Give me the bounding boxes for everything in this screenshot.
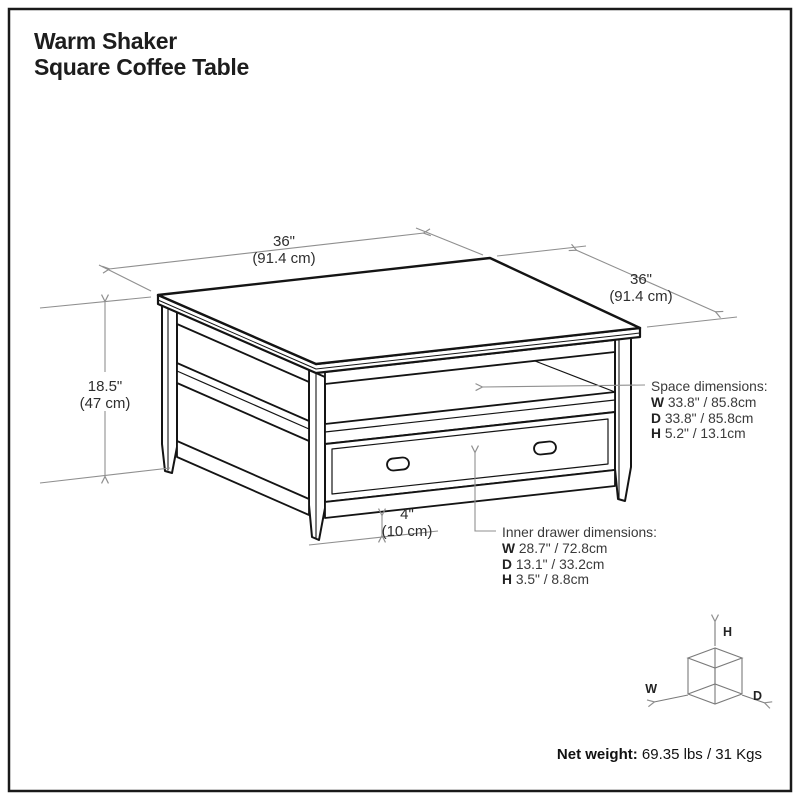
dim-prefix: W	[651, 394, 665, 410]
dim-value: 28.7" / 72.8cm	[518, 540, 608, 556]
height-dimension-label: 18.5" (47 cm)	[55, 378, 155, 412]
dim-value: 33.8" / 85.8cm	[667, 394, 757, 410]
space-dimensions-row: D 33.8" / 85.8cm	[651, 411, 768, 427]
left-leg	[161, 301, 178, 474]
dim-prefix: H	[651, 426, 661, 442]
top-depth-inches: 36"	[629, 271, 652, 288]
dim-prefix: H	[502, 572, 512, 588]
right-leg	[614, 328, 632, 502]
drawer-dimensions-leader	[475, 452, 496, 532]
clearance-dimension-label: 4" (10 cm)	[371, 506, 443, 540]
inner-drawer-dimensions-title: Inner drawer dimensions:	[502, 525, 657, 540]
ext-line-ground	[308, 530, 439, 546]
top-width-dimension-label: 36" (91.4 cm)	[204, 233, 364, 267]
ext-line-right-corner	[646, 316, 738, 328]
height-inches: 18.5"	[87, 378, 123, 395]
drawer-handle-right	[533, 440, 557, 456]
ext-line-height-top	[39, 296, 152, 309]
drawer-handle-left	[386, 456, 410, 472]
cube-width-label: W	[645, 682, 657, 696]
dim-prefix: D	[502, 556, 512, 572]
dim-prefix: D	[651, 410, 661, 426]
space-dimensions-leader	[482, 385, 646, 387]
ext-line-top-back	[415, 227, 484, 256]
width-dimension-arrow	[109, 233, 424, 269]
cube-hidden-edges	[687, 648, 743, 695]
ext-line-right-back	[496, 245, 587, 257]
cube-bottom-front-edges	[687, 693, 743, 705]
net-weight-label: Net weight:	[556, 746, 638, 763]
inner-drawer-row: W 28.7" / 72.8cm	[502, 541, 657, 557]
drawer-front-panel	[331, 418, 609, 495]
dim-value: 3.5" / 8.8cm	[515, 572, 589, 588]
top-width-metric: (91.4 cm)	[252, 250, 316, 267]
dim-prefix: W	[502, 540, 516, 556]
shelf-mid-line	[324, 399, 616, 433]
front-bottom-rail	[324, 469, 616, 519]
net-weight: Net weight: 69.35 lbs / 31 Kgs	[557, 746, 762, 763]
space-dimensions-title: Space dimensions:	[651, 379, 768, 394]
clearance-inches: 4"	[400, 506, 414, 523]
inner-drawer-row: H 3.5" / 8.8cm	[502, 572, 657, 588]
top-depth-dimension-label: 36" (91.4 cm)	[561, 271, 721, 305]
space-dimensions-row: W 33.8" / 85.8cm	[651, 395, 768, 411]
coffee-table-drawing	[156, 256, 642, 541]
cube-width-axis-arrow	[654, 694, 689, 702]
inner-drawer-row: D 13.1" / 33.2cm	[502, 557, 657, 573]
dimension-lines	[39, 227, 738, 546]
height-metric: (47 cm)	[79, 395, 131, 412]
top-depth-metric: (91.4 cm)	[609, 288, 673, 305]
cube-depth-label: D	[753, 689, 762, 703]
depth-dimension-arrow	[576, 250, 716, 312]
dim-value: 13.1" / 33.2cm	[515, 556, 605, 572]
space-dimensions-block: Space dimensions: W 33.8" / 85.8cm D 33.…	[651, 379, 768, 442]
cube-depth-axis-arrow	[741, 694, 765, 703]
clearance-metric: (10 cm)	[381, 523, 433, 540]
tabletop-bevel-line	[157, 299, 641, 370]
axis-cube-icon: H W D	[645, 621, 765, 704]
ext-line-top-left	[98, 264, 152, 292]
page-border	[7, 7, 793, 793]
left-bottom-rail	[176, 440, 310, 516]
product-title-line2: Square Coffee Table	[34, 54, 249, 80]
inner-drawer-dimensions-block: Inner drawer dimensions: W 28.7" / 72.8c…	[502, 525, 657, 588]
product-title-line1: Warm Shaker	[34, 28, 177, 54]
front-leg	[308, 369, 326, 541]
left-shelf-band	[176, 362, 310, 442]
dim-value: 33.8" / 85.8cm	[664, 410, 754, 426]
left-shelf-mid-line	[176, 370, 310, 430]
top-width-inches: 36"	[272, 233, 295, 250]
product-title: Warm Shaker Square Coffee Table	[34, 28, 249, 80]
space-dimensions-row: H 5.2" / 13.1cm	[651, 426, 768, 442]
net-weight-value: 69.35 lbs / 31 Kgs	[641, 746, 762, 763]
shelf-back-edge-line	[534, 360, 616, 393]
cube-height-label: H	[723, 625, 732, 639]
dim-value: 5.2" / 13.1cm	[664, 426, 746, 442]
